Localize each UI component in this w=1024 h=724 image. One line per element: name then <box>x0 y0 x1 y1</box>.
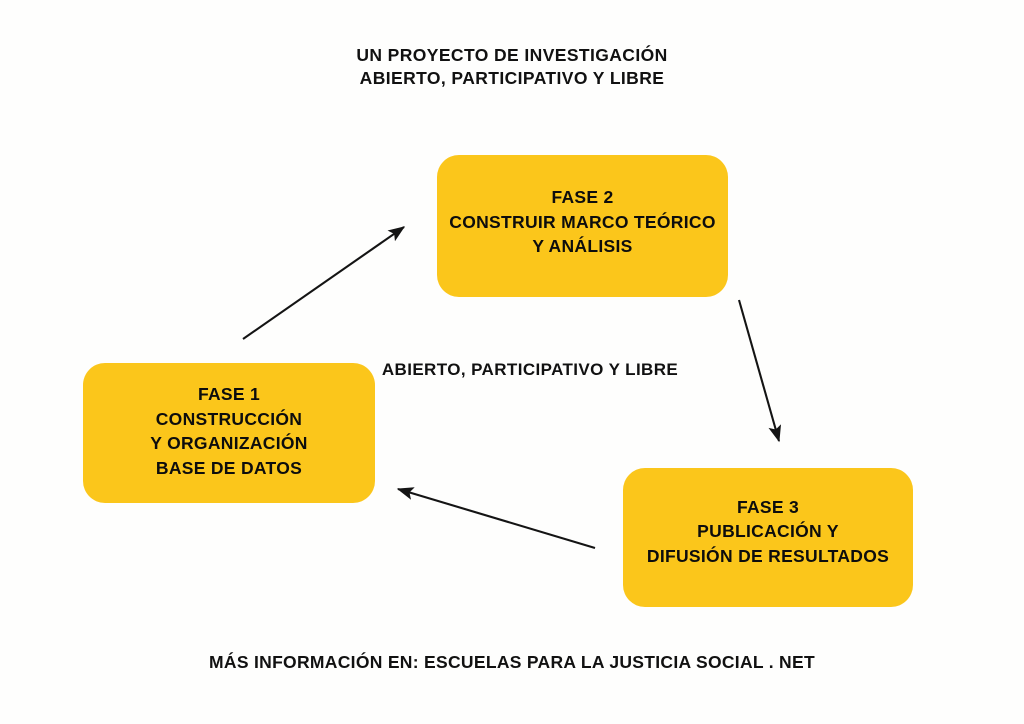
phase-node-fase-1[interactable]: FASE 1 CONSTRUCCIÓN Y ORGANIZACIÓN BASE … <box>83 363 375 503</box>
phase-node-fase-3[interactable]: FASE 3 PUBLICACIÓN Y DIFUSIÓN DE RESULTA… <box>623 468 913 607</box>
footer-info: MÁS INFORMACIÓN EN: ESCUELAS PARA LA JUS… <box>209 652 815 672</box>
phase-3-line-1: FASE 3 <box>736 496 800 517</box>
phase-1-line-2: CONSTRUCCIÓN <box>155 408 303 429</box>
edge-fase3-to-fase1 <box>396 487 596 550</box>
phase-3-line-3: DIFUSIÓN DE RESULTADOS <box>646 545 890 566</box>
diagram-title-line-2: ABIERTO, PARTICIPATIVO Y LIBRE <box>359 68 665 88</box>
diagram-title: UN PROYECTO DE INVESTIGACIÓN ABIERTO, PA… <box>0 44 1024 90</box>
phase-node-fase-2[interactable]: FASE 2 CONSTRUIR MARCO TEÓRICO Y ANÁLISI… <box>437 155 728 297</box>
phase-3-line-2: PUBLICACIÓN Y <box>697 521 839 542</box>
phase-2-line-3: Y ANÁLISIS <box>532 236 633 257</box>
phase-1-line-1: FASE 1 <box>197 384 261 404</box>
center-annotation: ABIERTO, PARTICIPATIVO Y LIBRE <box>381 360 679 379</box>
diagram-title-line-1: UN PROYECTO DE INVESTIGACIÓN <box>356 45 668 65</box>
phase-2-line-1: FASE 2 <box>551 187 614 208</box>
phase-1-line-4: BASE DE DATOS <box>155 457 303 478</box>
edge-fase1-to-fase2 <box>242 226 406 340</box>
phase-1-line-3: Y ORGANIZACIÓN <box>150 433 308 453</box>
phase-2-line-2: CONSTRUIR MARCO TEÓRICO <box>449 211 716 232</box>
